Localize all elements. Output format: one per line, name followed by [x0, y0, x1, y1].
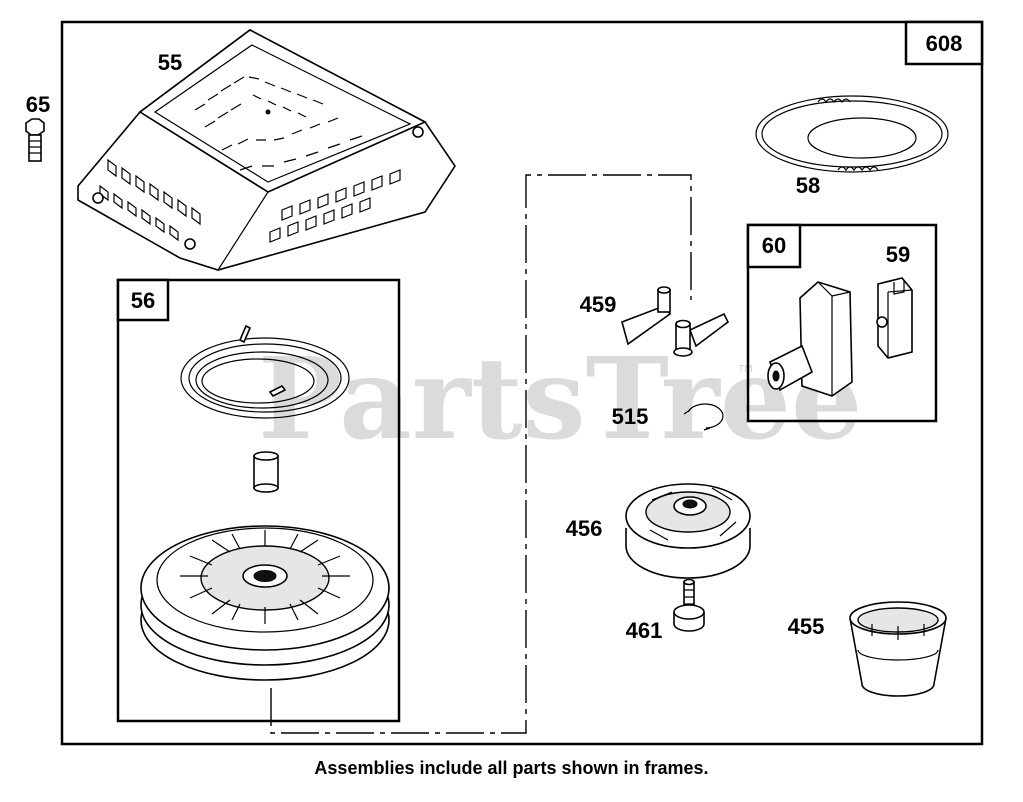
pulley-part[interactable] — [140, 525, 390, 681]
callout-459[interactable]: 459 — [580, 292, 617, 317]
watermark-trademark: TM — [738, 364, 752, 375]
starter-dog-part-459[interactable] — [621, 286, 730, 357]
footnote-caption: Assemblies include all parts shown in fr… — [314, 758, 709, 778]
spacer-part[interactable] — [253, 451, 279, 493]
blower-housing-part-55[interactable] — [77, 29, 456, 271]
callout-65[interactable]: 65 — [26, 92, 50, 117]
grip-handle-part[interactable] — [767, 281, 853, 397]
main-frame-label: 608 — [926, 31, 963, 56]
watermark: PartsTree — [258, 334, 862, 465]
retainer-part-456[interactable] — [625, 483, 751, 579]
housing-side-vents — [99, 158, 401, 243]
callout-461[interactable]: 461 — [626, 618, 663, 643]
pulley-vanes — [180, 530, 350, 624]
housing-inner-vents — [194, 76, 363, 171]
starter-frame — [116, 278, 401, 723]
callout-456[interactable]: 456 — [566, 516, 603, 541]
retaining-ring-part-515[interactable] — [683, 403, 724, 431]
starter-frame-label-box — [116, 278, 170, 322]
kit-frame — [746, 223, 938, 423]
grip-insert-part-59[interactable] — [876, 277, 913, 359]
callout-515[interactable]: 515 — [612, 404, 649, 429]
starter-cup-part-455[interactable] — [849, 601, 947, 697]
callout-455[interactable]: 455 — [788, 614, 825, 639]
callout-59[interactable]: 59 — [886, 242, 910, 267]
kit-frame-label: 60 — [762, 233, 786, 258]
starter-frame-label: 56 — [131, 288, 155, 313]
retainer-screw-part-461[interactable] — [673, 578, 705, 632]
main-frame — [60, 20, 984, 746]
rewind-spring-part[interactable] — [180, 324, 350, 419]
callout-58[interactable]: 58 — [796, 173, 820, 198]
kit-frame-label-box — [746, 223, 802, 269]
bolt-part-65[interactable] — [25, 118, 45, 162]
starter-rope-part-58[interactable] — [755, 95, 949, 173]
callout-55[interactable]: 55 — [158, 50, 182, 75]
main-frame-label-box — [904, 20, 984, 66]
leader-lines — [270, 174, 692, 734]
